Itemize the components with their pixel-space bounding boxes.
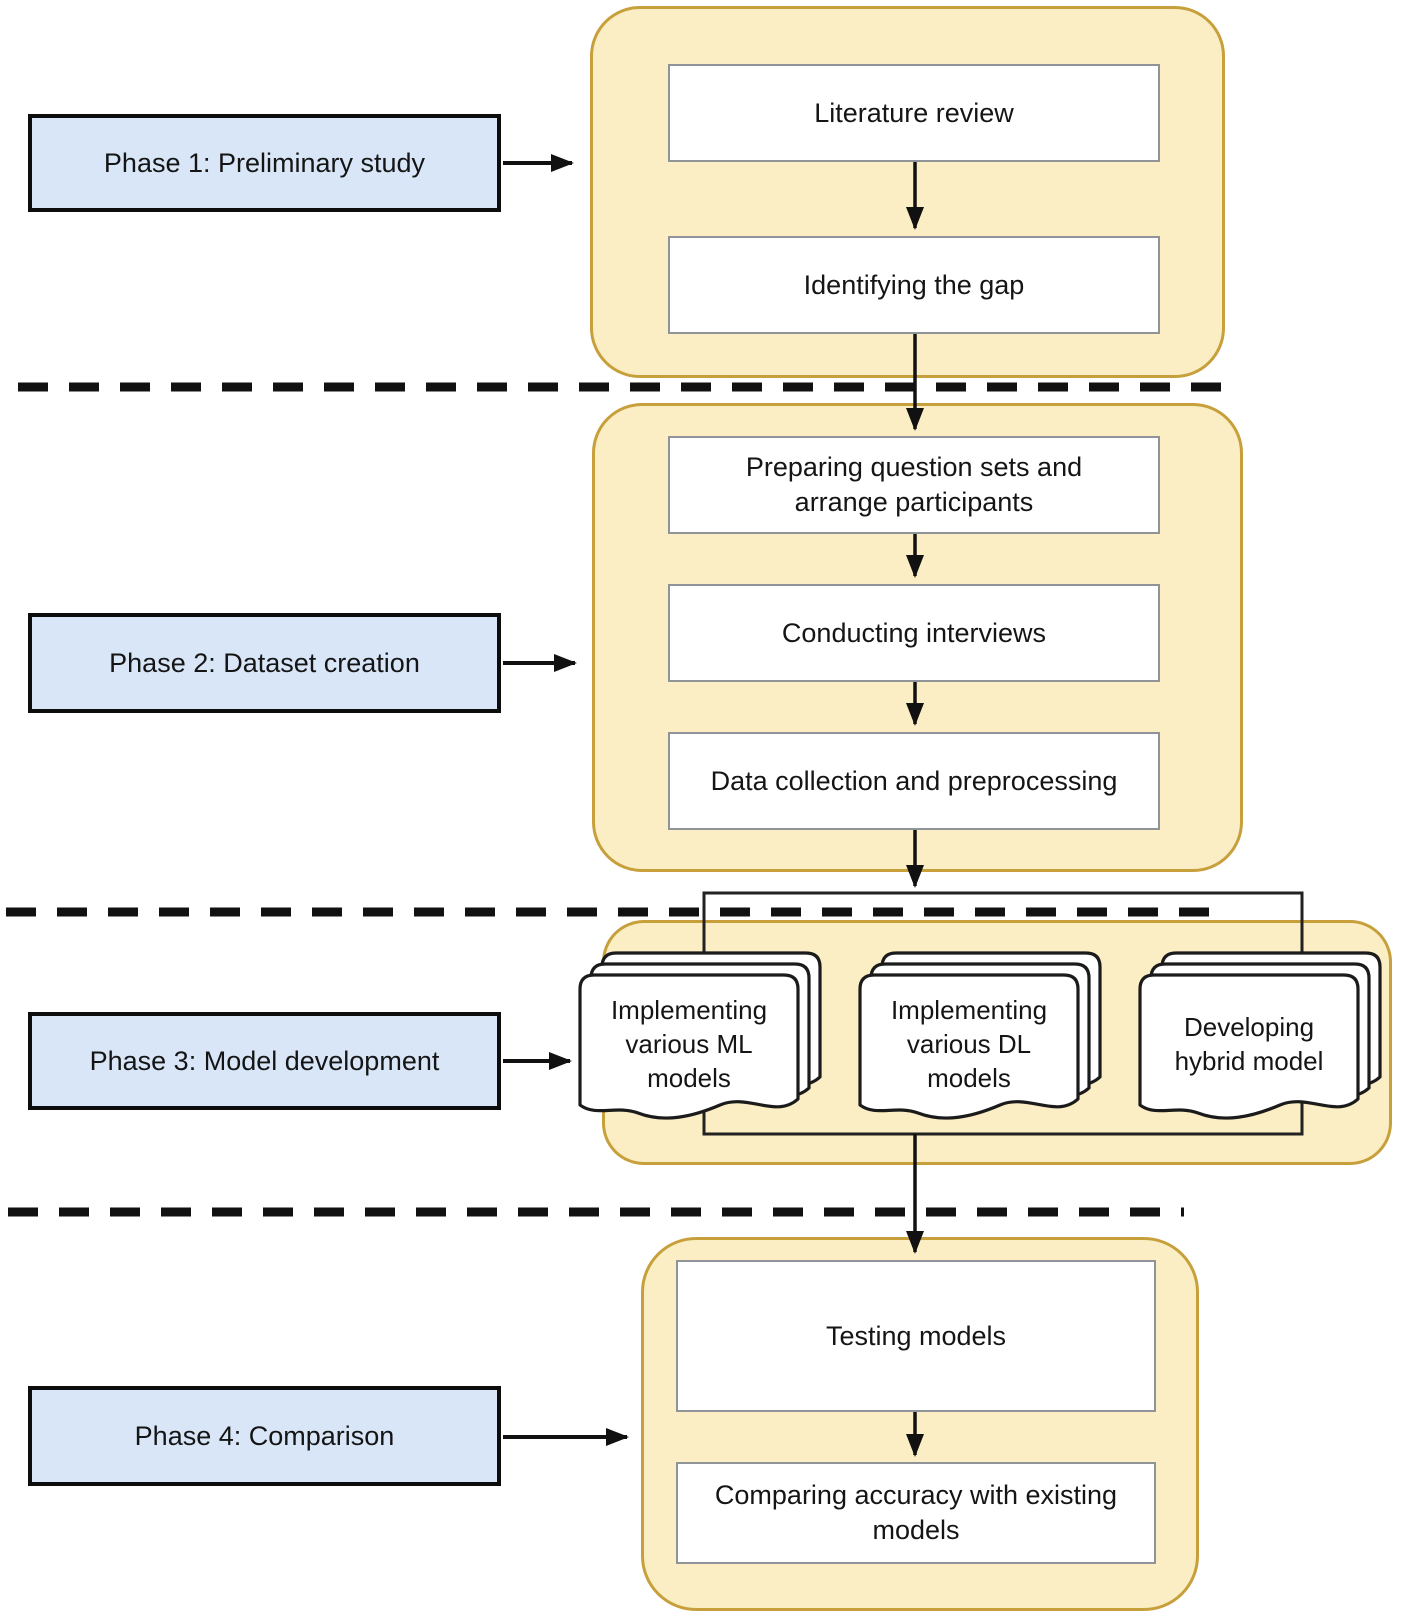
step-identifying-gap-text: Identifying the gap bbox=[803, 269, 1025, 300]
step-data-collection: Data collection and preprocessing bbox=[668, 732, 1160, 830]
phase3-label-box: Phase 3: Model development bbox=[28, 1012, 501, 1110]
step-identifying-gap: Identifying the gap bbox=[668, 236, 1160, 334]
step-conducting-interviews-text: Conducting interviews bbox=[781, 617, 1047, 648]
doc-ml-models-text: Implementing various ML models bbox=[610, 995, 768, 1093]
doc-hybrid-model-text: Developing hybrid model bbox=[1174, 1012, 1324, 1076]
step-literature-review: Literature review bbox=[668, 64, 1160, 162]
phase1-label: Phase 1: Preliminary study bbox=[103, 147, 426, 178]
step-preparing-questions-text: Preparing question sets and arrange part… bbox=[745, 452, 1083, 517]
phase2-label-box: Phase 2: Dataset creation bbox=[28, 613, 501, 713]
phase1-label-box: Phase 1: Preliminary study bbox=[28, 114, 501, 212]
step-preparing-questions: Preparing question sets and arrange part… bbox=[668, 436, 1160, 534]
step-comparing-accuracy-text: Comparing accuracy with existing models bbox=[714, 1480, 1118, 1545]
doc-dl-models: Implementing various DL models bbox=[860, 975, 1078, 1115]
phase3-label: Phase 3: Model development bbox=[89, 1045, 440, 1076]
step-conducting-interviews: Conducting interviews bbox=[668, 584, 1160, 682]
step-literature-review-text: Literature review bbox=[814, 97, 1014, 128]
doc-dl-models-text: Implementing various DL models bbox=[890, 995, 1048, 1093]
step-testing-models-text: Testing models bbox=[825, 1320, 1007, 1351]
step-testing-models: Testing models bbox=[676, 1260, 1156, 1412]
doc-ml-models: Implementing various ML models bbox=[580, 975, 798, 1115]
doc-hybrid-model: Developing hybrid model bbox=[1140, 975, 1358, 1115]
phase4-label-box: Phase 4: Comparison bbox=[28, 1386, 501, 1486]
phase2-label: Phase 2: Dataset creation bbox=[109, 647, 420, 678]
step-data-collection-text: Data collection and preprocessing bbox=[710, 765, 1118, 796]
phase4-label: Phase 4: Comparison bbox=[134, 1420, 395, 1451]
step-comparing-accuracy: Comparing accuracy with existing models bbox=[676, 1462, 1156, 1564]
